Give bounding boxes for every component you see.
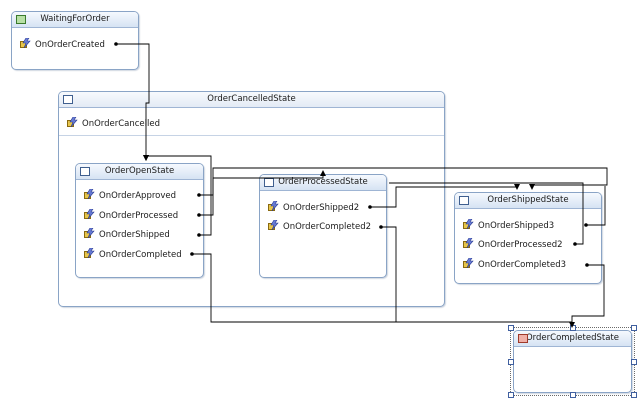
- event-label: OnOrderCompleted3: [478, 260, 567, 270]
- transition-shipped2-to-shipped: [370, 184, 520, 208]
- divider: [59, 135, 444, 136]
- transition-shipped-to-shipped: [143, 155, 212, 236]
- event-label: OnOrderShipped3: [478, 221, 555, 231]
- event-on-order-shipped3[interactable]: OnOrderShipped3: [463, 219, 554, 231]
- event-on-order-approved[interactable]: OnOrderApproved: [84, 189, 176, 201]
- event-driven-activity-icon: [463, 258, 474, 268]
- event-on-order-shipped2[interactable]: OnOrderShipped2: [268, 201, 359, 213]
- port-on-order-completed2: [379, 225, 383, 229]
- state-header[interactable]: OrderOpenState: [76, 164, 203, 180]
- port-on-order-completed3: [585, 263, 589, 267]
- event-driven-activity-icon: [463, 238, 474, 248]
- resize-handle-bottom-left[interactable]: [508, 392, 514, 398]
- port-on-order-completed: [190, 252, 194, 256]
- event-driven-activity-icon: [268, 220, 279, 230]
- state-header[interactable]: OrderCompletedState: [514, 331, 631, 347]
- state-title: WaitingForOrder: [40, 14, 110, 24]
- transition-approved-to-shipped: [199, 167, 608, 196]
- event-driven-activity-icon: [84, 248, 95, 258]
- state-icon: [264, 178, 274, 187]
- event-label: OnOrderApproved: [99, 191, 177, 201]
- event-on-order-cancelled[interactable]: OnOrderCancelled: [67, 117, 160, 129]
- state-header[interactable]: WaitingForOrder: [12, 12, 138, 28]
- state-title: OrderCancelledState: [207, 94, 296, 104]
- initial-state-icon: [16, 15, 26, 24]
- event-label: OnOrderCompleted2: [283, 222, 372, 232]
- resize-handle-bottom-right[interactable]: [631, 392, 637, 398]
- transition-processed-to-processed: [199, 170, 326, 216]
- event-driven-activity-icon: [20, 38, 31, 48]
- port-on-order-shipped2: [368, 205, 372, 209]
- state-header[interactable]: OrderProcessedState: [260, 175, 386, 191]
- event-on-order-completed3[interactable]: OnOrderCompleted3: [463, 258, 566, 270]
- event-on-order-processed2[interactable]: OnOrderProcessed2: [463, 238, 563, 250]
- event-on-order-completed[interactable]: OnOrderCompleted: [84, 248, 182, 260]
- event-label: OnOrderShipped2: [283, 203, 360, 213]
- resize-handle-right[interactable]: [631, 359, 637, 365]
- state-header[interactable]: OrderShippedState: [455, 193, 601, 209]
- event-driven-activity-icon: [84, 228, 95, 238]
- state-icon: [63, 95, 73, 104]
- event-on-order-shipped[interactable]: OnOrderShipped: [84, 228, 170, 240]
- state-title: OrderShippedState: [487, 195, 569, 205]
- transition-created-to-open: [116, 43, 150, 161]
- port-on-order-processed: [197, 213, 201, 217]
- event-driven-activity-icon: [463, 219, 474, 229]
- port-on-order-approved: [197, 193, 201, 197]
- transition-completed-to-completed: [192, 253, 575, 328]
- state-order-open[interactable]: OrderOpenState: [75, 163, 204, 278]
- state-waiting-for-order[interactable]: WaitingForOrder: [11, 11, 139, 70]
- event-driven-activity-icon: [268, 201, 279, 211]
- port-on-order-processed2: [573, 242, 577, 246]
- port-on-order-shipped3: [584, 223, 588, 227]
- state-order-shipped[interactable]: OrderShippedState: [454, 192, 602, 284]
- event-label: OnOrderProcessed2: [478, 240, 563, 250]
- port-on-order-shipped: [197, 233, 201, 237]
- event-driven-activity-icon: [84, 189, 95, 199]
- resize-handle-top-right[interactable]: [631, 325, 637, 331]
- event-label: OnOrderCancelled: [82, 119, 161, 129]
- state-header[interactable]: OrderCancelledState: [59, 92, 444, 108]
- completed-state-icon: [518, 334, 528, 343]
- state-icon: [459, 196, 469, 205]
- state-icon: [80, 167, 90, 176]
- event-label: OnOrderProcessed: [99, 211, 179, 221]
- transition-processed2-to-processed: [389, 182, 584, 245]
- event-on-order-created[interactable]: OnOrderCreated: [20, 38, 105, 50]
- port-on-order-created: [114, 42, 118, 46]
- state-title: OrderOpenState: [104, 166, 175, 176]
- transition-completed3-to-completed: [571, 264, 605, 322]
- event-on-order-completed2[interactable]: OnOrderCompleted2: [268, 220, 371, 232]
- state-title: OrderCompletedState: [525, 333, 619, 343]
- transition-completed2-to-completed: [381, 226, 572, 323]
- event-label: OnOrderCompleted: [99, 250, 182, 260]
- event-driven-activity-icon: [67, 117, 78, 127]
- event-on-order-processed[interactable]: OnOrderProcessed: [84, 209, 178, 221]
- resize-handle-left[interactable]: [508, 359, 514, 365]
- event-label: OnOrderShipped: [99, 230, 170, 240]
- event-driven-activity-icon: [84, 209, 95, 219]
- state-title: OrderProcessedState: [278, 177, 368, 187]
- transition-shipped3-self: [586, 186, 606, 226]
- resize-handle-top-left[interactable]: [508, 325, 514, 331]
- event-label: OnOrderCreated: [35, 40, 105, 50]
- resize-handle-bottom[interactable]: [570, 392, 576, 398]
